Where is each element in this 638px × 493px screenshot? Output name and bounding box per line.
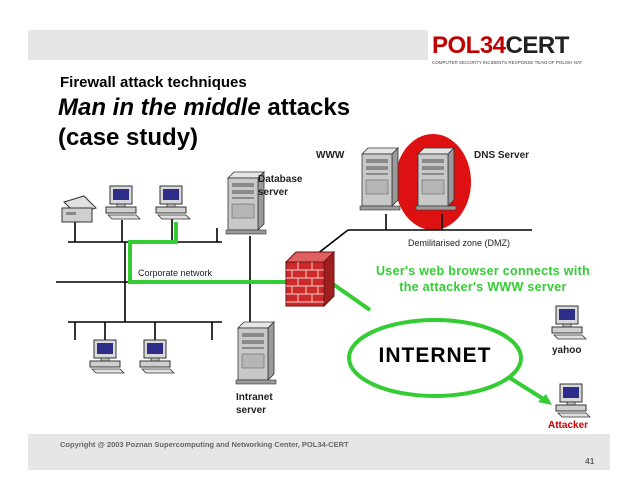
slide-title-line1: Man in the middle attacks xyxy=(58,94,351,121)
corporate-network-label: Corporate network xyxy=(138,268,213,278)
attack-path xyxy=(128,222,552,405)
firewall-icon xyxy=(284,250,336,308)
attacker-label: Attacker xyxy=(548,420,589,431)
attacker-computer-icon xyxy=(555,383,591,418)
workstation-icon xyxy=(155,185,191,220)
header-bar xyxy=(28,30,428,60)
workstation-icon xyxy=(89,339,125,374)
page-number: 41 xyxy=(585,456,595,466)
dns-server-icon xyxy=(415,147,457,211)
database-label-line1: Database xyxy=(258,174,303,185)
slide-subtitle: Firewall attack techniques xyxy=(60,74,247,91)
www-label: WWW xyxy=(316,150,345,161)
printer-icon xyxy=(61,195,97,223)
intranet-server-icon xyxy=(235,321,277,385)
workstation-icon xyxy=(105,185,141,220)
yahoo-label: yahoo xyxy=(552,345,582,356)
yahoo-computer-icon xyxy=(551,305,587,340)
slide-title-line2: (case study) xyxy=(58,124,199,151)
dns-server-label: DNS Server xyxy=(474,150,530,161)
callout-text: User's web browser connects with the att… xyxy=(375,264,591,294)
copyright-text: Copyright @ 2003 Poznan Supercomputing a… xyxy=(60,440,349,449)
internet-cloud xyxy=(347,318,523,398)
logo-subtitle: COMPUTER SECURITY INCIDENTS RESPONSE TEA… xyxy=(432,60,582,65)
intranet-label-line1: Intranet xyxy=(236,392,273,403)
database-label-line2: server xyxy=(258,187,289,198)
dmz-label: Demilitarised zone (DMZ) xyxy=(408,238,511,248)
footer-bar xyxy=(28,434,610,470)
pol34cert-logo: POL34CERT COMPUTER SECURITY INCIDENTS RE… xyxy=(432,32,582,65)
www-server-icon xyxy=(359,147,401,211)
internet-label: INTERNET xyxy=(378,344,492,367)
intranet-label-line2: server xyxy=(236,405,267,416)
workstation-icon xyxy=(139,339,175,374)
